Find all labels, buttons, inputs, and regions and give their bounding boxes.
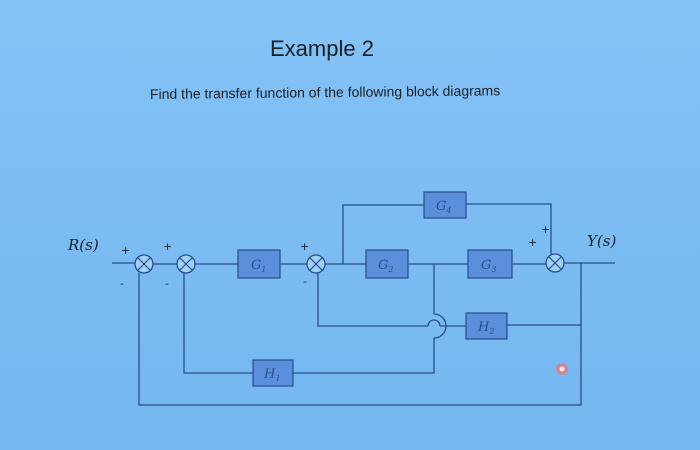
- svg-text:G4: G4: [436, 199, 451, 215]
- input-label: R(s): [67, 236, 99, 254]
- sum2-minus-sign: -: [165, 277, 169, 290]
- outer-feedback-path: [138, 273, 582, 406]
- h2-feedback-path: [317, 263, 582, 327]
- sum4-left-plus-sign: +: [528, 236, 537, 249]
- block-g1: G1: [237, 249, 281, 279]
- block-g2: G2: [365, 249, 409, 279]
- output-label: Y(s): [587, 232, 616, 250]
- block-h2-label: H: [477, 320, 490, 335]
- summing-junction-3: [306, 254, 326, 274]
- h1-feedback-path: [183, 264, 447, 374]
- block-h1-label: H: [263, 367, 276, 382]
- slide-title: Example 2: [270, 36, 374, 61]
- summing-junction-4: [545, 253, 565, 273]
- block-g4-label: G: [436, 199, 446, 214]
- block-g3-label: G: [481, 258, 491, 273]
- svg-text:G1: G1: [251, 258, 266, 274]
- sum2-plus-sign: +: [163, 240, 172, 253]
- svg-text:G2: G2: [378, 258, 393, 274]
- block-g1-label: G: [251, 258, 261, 273]
- g4-feedforward-path: [342, 203, 552, 264]
- laser-pointer-dot: [556, 363, 568, 375]
- block-h1: H1: [252, 359, 294, 387]
- sum3-plus-sign: +: [300, 240, 309, 253]
- summing-junction-2: [176, 254, 196, 274]
- block-g4: G4: [423, 191, 467, 219]
- svg-text:H2: H2: [477, 320, 494, 336]
- svg-text:G3: G3: [481, 258, 496, 274]
- forward-path: [112, 262, 615, 265]
- block-h2: H2: [465, 312, 508, 340]
- svg-text:H1: H1: [263, 367, 280, 383]
- block-g3: G3: [467, 249, 513, 279]
- sum4-top-plus-sign: +: [541, 223, 550, 236]
- summing-junction-1: [134, 254, 154, 274]
- sum3-minus-sign: -: [303, 275, 307, 288]
- sum1-plus-sign: +: [121, 244, 130, 257]
- block-g2-label: G: [378, 258, 388, 273]
- sum1-minus-sign: -: [120, 277, 124, 290]
